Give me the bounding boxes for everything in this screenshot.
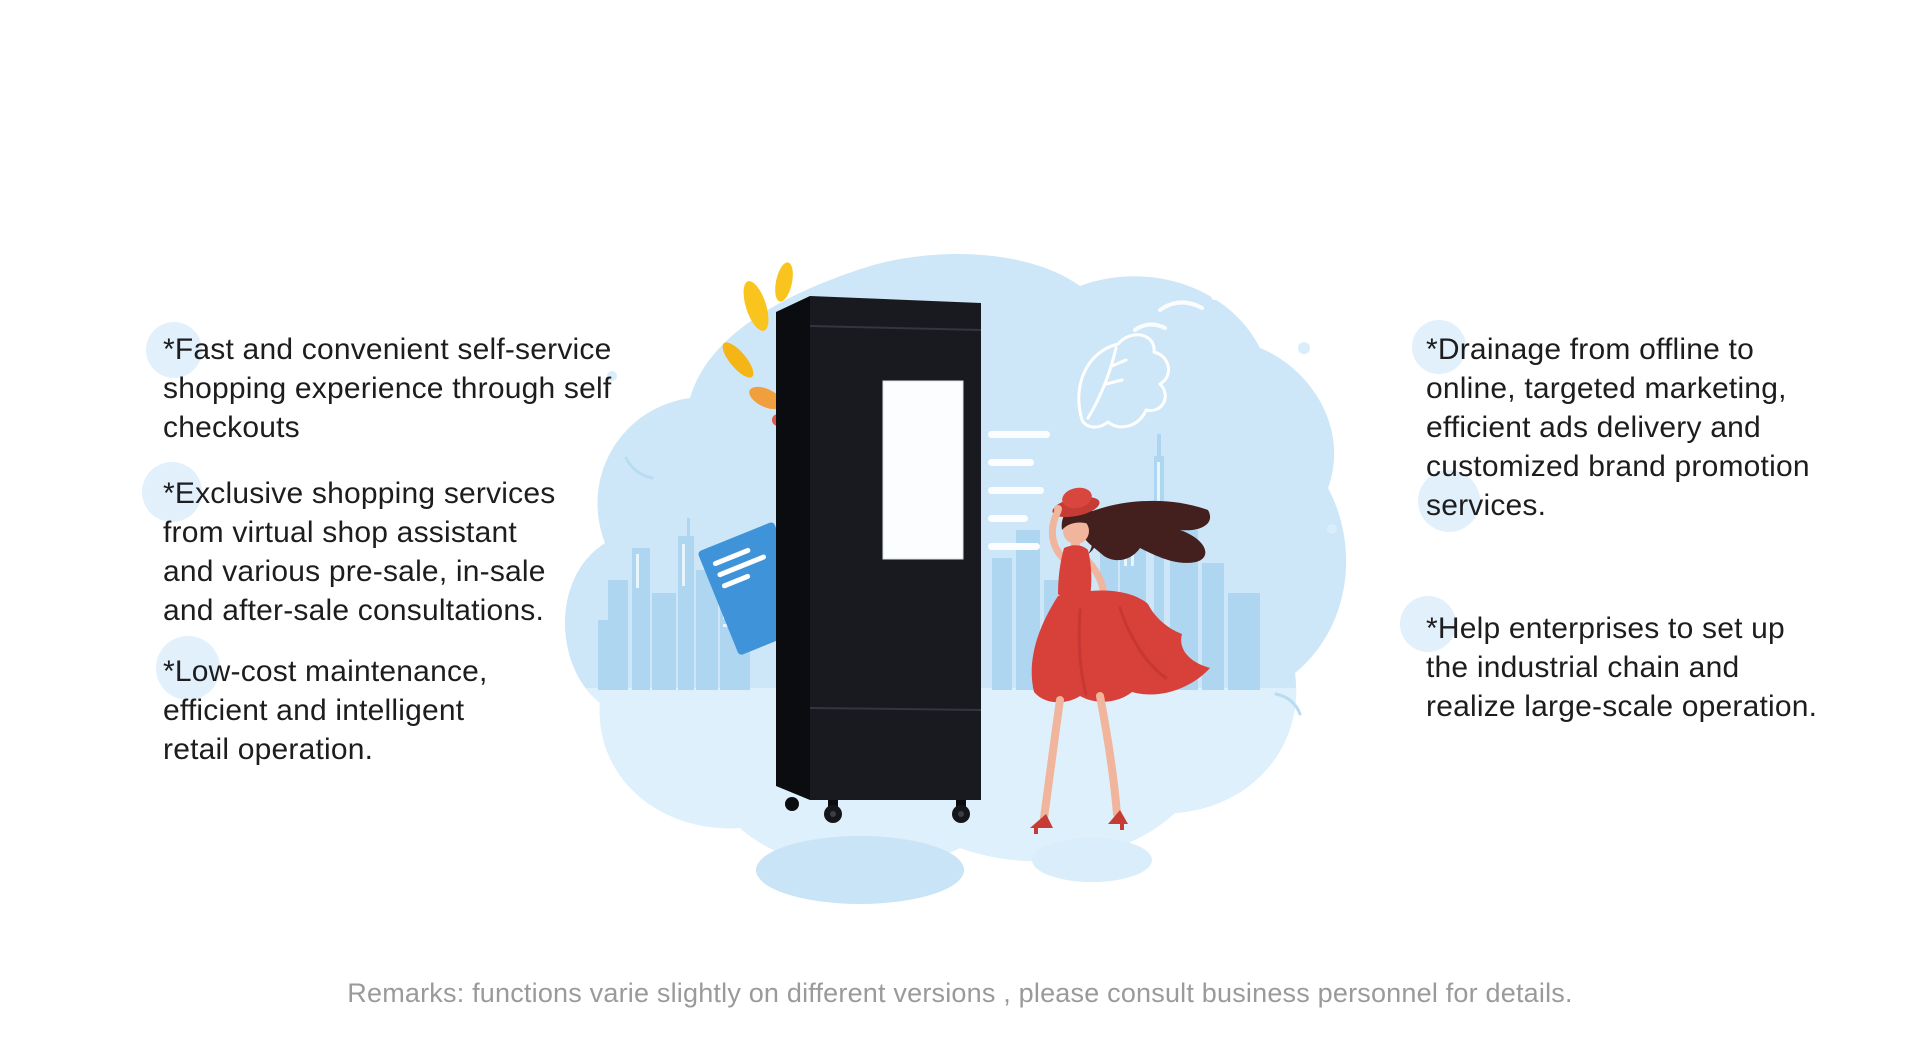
woman-shadow xyxy=(1032,838,1152,882)
feature-low-cost: *Low-cost maintenance, efficient and int… xyxy=(163,655,488,766)
decor-blob xyxy=(1412,320,1466,374)
kiosk-screen xyxy=(882,380,964,560)
hair xyxy=(1078,500,1211,563)
remarks-note: Remarks: functions varie slightly on dif… xyxy=(347,978,1573,1008)
skirt-folds xyxy=(1077,606,1168,696)
kiosk-casters xyxy=(785,797,970,823)
kiosk-scene-illustration xyxy=(565,254,1347,904)
leg-right xyxy=(1096,692,1121,818)
decor-blob xyxy=(156,636,220,700)
hand xyxy=(1054,505,1062,513)
feature-self-service: *Fast and convenient self-service shoppi… xyxy=(163,333,612,444)
hair-strand xyxy=(1088,518,1098,554)
kiosk-side xyxy=(776,296,810,800)
cloud-dot xyxy=(1211,292,1219,300)
decor-blob xyxy=(1418,470,1480,532)
dress xyxy=(1031,545,1210,703)
feature-industrial-chain: *Help enterprises to set up the industri… xyxy=(1426,612,1818,723)
illustration xyxy=(560,248,1360,928)
bodice xyxy=(1058,545,1092,600)
decor-blob xyxy=(146,322,202,378)
leg-left xyxy=(1040,696,1064,822)
decor-blob xyxy=(1400,596,1456,652)
text-bars xyxy=(988,431,1050,550)
decor-dots xyxy=(607,342,1337,716)
woman-in-red-dress xyxy=(1030,487,1211,834)
outline-leaf-icon xyxy=(1077,333,1170,429)
decor-blob xyxy=(142,462,202,522)
hat-cap xyxy=(1062,487,1092,509)
cloud-strokes xyxy=(1133,300,1204,332)
kiosk-shadow xyxy=(756,836,964,904)
feature-drainage-marketing: *Drainage from offline to online, target… xyxy=(1426,333,1810,522)
skirt xyxy=(1031,590,1210,703)
feature-shop-assistant: *Exclusive shopping services from virtua… xyxy=(163,477,556,627)
vending-kiosk xyxy=(776,296,982,823)
shoes xyxy=(1030,810,1128,834)
